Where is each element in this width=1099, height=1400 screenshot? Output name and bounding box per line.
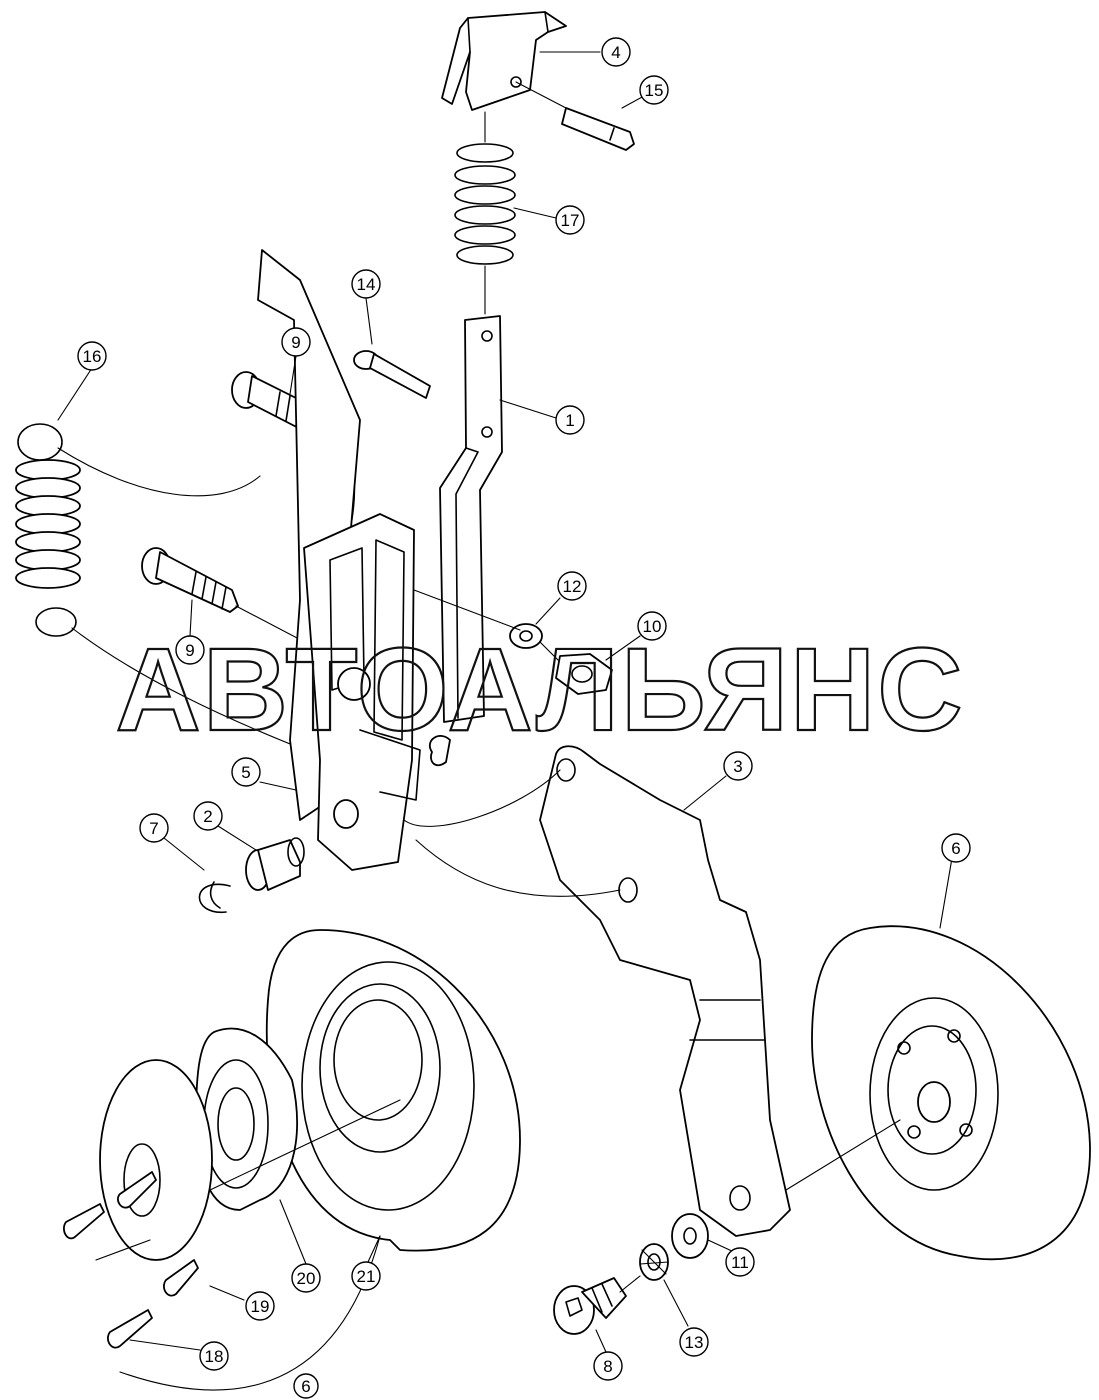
part-screws [63,1171,199,1349]
callout-13: 13 [679,1327,709,1357]
part-cap-screw [553,1275,641,1335]
svg-text:16: 16 [83,347,102,366]
part-right-disc [785,925,1091,1261]
part-retaining-clip [198,735,451,913]
callout-6-right: 6 [941,833,971,863]
svg-text:6: 6 [951,839,960,858]
svg-text:3: 3 [733,757,742,776]
callout-4: 4 [601,37,631,67]
svg-text:21: 21 [357,1267,376,1286]
watermark-text: АВТОАЛЬЯНС [116,624,965,756]
part-cotter-pin [353,350,431,399]
svg-text:10: 10 [643,617,662,636]
svg-text:12: 12 [563,577,582,596]
svg-text:9: 9 [185,641,194,660]
callout-11: 11 [725,1247,755,1277]
callout-16: 16 [77,341,107,371]
part-washer-12 [509,623,543,649]
part-bolt-lower [141,547,321,651]
part-compression-spring [454,111,516,315]
callout-20: 20 [291,1263,321,1293]
part-main-bracket [257,249,421,871]
svg-text:18: 18 [205,1347,224,1366]
svg-text:7: 7 [149,819,158,838]
callout-7: 7 [139,813,169,843]
part-bearing [195,1027,401,1211]
callout-8: 8 [593,1351,623,1381]
svg-text:5: 5 [241,763,250,782]
callout-14: 14 [351,269,381,299]
callout-5: 5 [231,757,261,787]
svg-text:11: 11 [731,1253,749,1272]
callout-17: 17 [555,205,585,235]
svg-text:8: 8 [603,1357,612,1376]
svg-text:14: 14 [357,275,376,294]
callout-21: 21 [351,1261,381,1291]
svg-text:19: 19 [251,1297,270,1316]
part-extension-spring [15,423,301,749]
callout-leaders [57,51,953,1391]
callout-12: 12 [557,571,587,601]
callout-19: 19 [245,1291,275,1321]
part-latch-bracket [441,11,567,111]
callout-2: 2 [193,801,223,831]
part-bushing [245,837,305,891]
svg-text:15: 15 [645,81,664,100]
callout-18: 18 [199,1341,229,1371]
part-left-disc [265,929,521,1252]
part-hub-plate [95,1059,213,1261]
svg-text:2: 2 [203,807,212,826]
part-nut [413,589,613,695]
svg-text:20: 20 [297,1269,316,1288]
callout-9-lower: 9 [175,635,205,665]
callout-10: 10 [637,611,667,641]
svg-text:6: 6 [301,1377,310,1396]
svg-text:1: 1 [565,411,574,430]
part-pin [561,107,635,151]
callout-15: 15 [639,75,669,105]
callout-9-upper: 9 [281,327,311,357]
part-lock-washer [639,1243,669,1281]
svg-text:17: 17 [561,211,580,230]
part-arm-plate [403,745,791,1237]
part-washer-11 [671,1213,709,1259]
svg-text:4: 4 [611,43,620,62]
callout-6-bottom: 6 [293,1373,319,1399]
callout-3: 3 [723,751,753,781]
svg-text:13: 13 [685,1333,704,1352]
callout-1: 1 [555,405,585,435]
svg-text:9: 9 [291,333,300,352]
